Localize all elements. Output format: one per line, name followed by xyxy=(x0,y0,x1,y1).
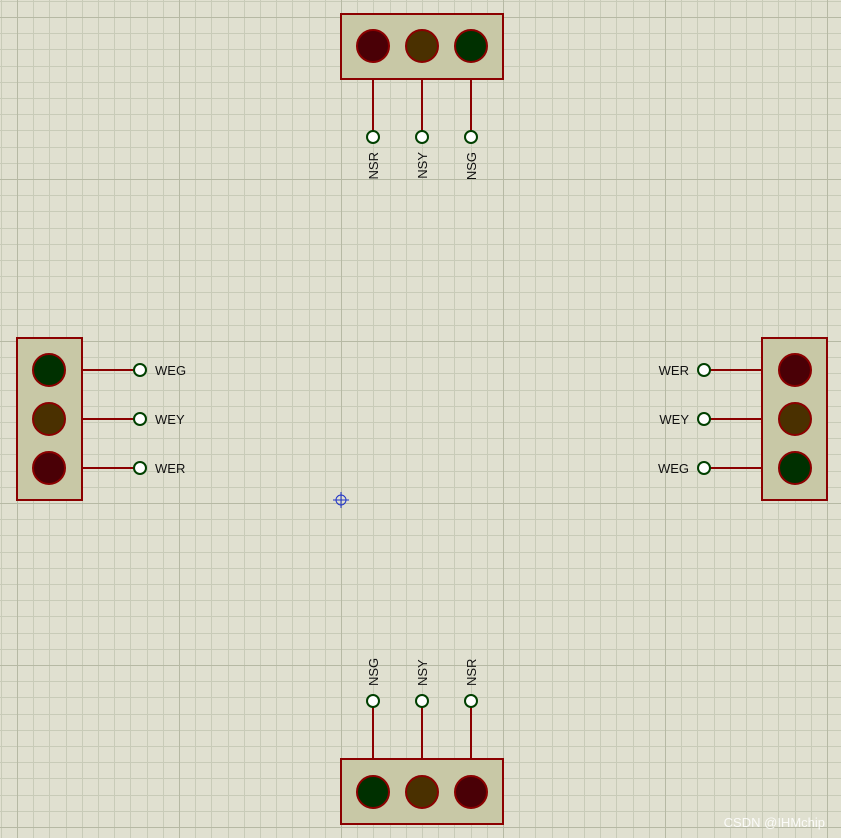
pin-label-north-2: NSY xyxy=(415,152,430,179)
pin-label-east-2: WEY xyxy=(659,412,689,427)
crosshair-icon[interactable] xyxy=(333,492,349,508)
pin-label-south-1: NSG xyxy=(366,658,381,686)
pin-terminal-north-2[interactable] xyxy=(415,130,429,144)
pin-terminal-south-2[interactable] xyxy=(415,694,429,708)
pin-terminal-east-3[interactable] xyxy=(697,461,711,475)
pin-terminal-north-3[interactable] xyxy=(464,130,478,144)
pin-terminal-south-3[interactable] xyxy=(464,694,478,708)
pin-label-south-3: NSR xyxy=(464,659,479,686)
pin-label-east-3: WEG xyxy=(658,461,689,476)
traffic-light-east[interactable]: WER WEY WEG xyxy=(658,337,828,501)
lamp-west-1[interactable] xyxy=(32,353,66,387)
traffic-light-west[interactable]: WEG WEY WER xyxy=(16,337,186,501)
pin-label-west-2: WEY xyxy=(155,412,185,427)
lamp-south-2[interactable] xyxy=(405,775,439,809)
lamp-east-1[interactable] xyxy=(778,353,812,387)
lamp-south-1[interactable] xyxy=(356,775,390,809)
pin-terminal-west-1[interactable] xyxy=(133,363,147,377)
pin-label-west-1: WEG xyxy=(155,363,186,378)
lamp-north-2[interactable] xyxy=(405,29,439,63)
lamp-south-3[interactable] xyxy=(454,775,488,809)
pin-label-east-1: WER xyxy=(659,363,689,378)
pin-label-west-3: WER xyxy=(155,461,185,476)
pin-label-north-1: NSR xyxy=(366,152,381,179)
watermark: CSDN @IHMchip xyxy=(724,815,825,830)
pin-terminal-north-1[interactable] xyxy=(366,130,380,144)
lamp-east-2[interactable] xyxy=(778,402,812,436)
pin-label-north-3: NSG xyxy=(464,152,479,180)
lamp-east-3[interactable] xyxy=(778,451,812,485)
pin-terminal-east-1[interactable] xyxy=(697,363,711,377)
traffic-light-south[interactable]: NSG NSY NSR xyxy=(340,658,504,825)
lamp-north-3[interactable] xyxy=(454,29,488,63)
pin-terminal-west-2[interactable] xyxy=(133,412,147,426)
lamp-west-2[interactable] xyxy=(32,402,66,436)
lamp-north-1[interactable] xyxy=(356,29,390,63)
pin-label-south-2: NSY xyxy=(415,659,430,686)
pin-terminal-south-1[interactable] xyxy=(366,694,380,708)
pin-terminal-west-3[interactable] xyxy=(133,461,147,475)
pin-terminal-east-2[interactable] xyxy=(697,412,711,426)
traffic-light-north[interactable]: NSR NSY NSG xyxy=(340,13,504,180)
lamp-west-3[interactable] xyxy=(32,451,66,485)
